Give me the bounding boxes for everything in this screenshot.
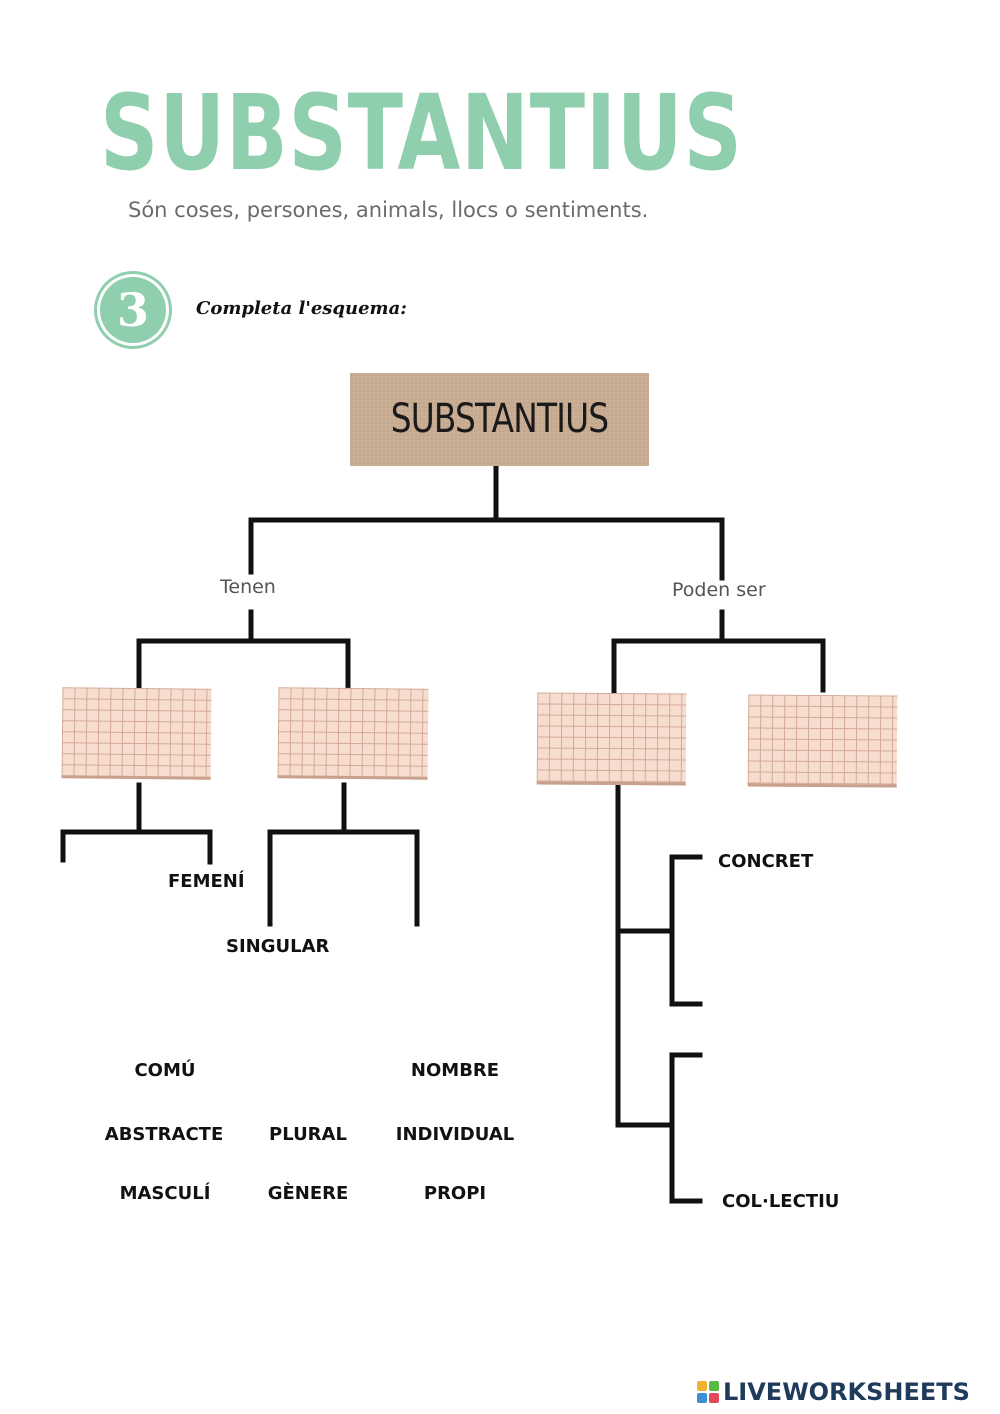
answer-box-4[interactable]	[747, 694, 898, 788]
page-title: SUBSTANTIUS	[100, 72, 743, 194]
root-node-label: SUBSTANTIUS	[390, 396, 609, 442]
word-bank-item[interactable]: GÈNERE	[267, 1183, 349, 1204]
page-subtitle: Són coses, persones, animals, llocs o se…	[128, 198, 649, 222]
leaf-singular: SINGULAR	[226, 936, 330, 957]
word-bank-item[interactable]: PROPI	[423, 1183, 487, 1204]
branch-label-tenen: Tenen	[220, 576, 276, 598]
instruction-text: Completa l'esquema:	[196, 298, 407, 319]
step-number-badge: 3	[100, 277, 166, 343]
leaf-femeni: FEMENÍ	[168, 871, 245, 892]
word-bank-item[interactable]: NOMBRE	[410, 1060, 500, 1081]
branch-label-poden-ser: Poden ser	[672, 579, 766, 601]
liveworksheets-brand-text: LIVEWORKSHEETS	[723, 1378, 970, 1406]
word-bank-item[interactable]: PLURAL	[269, 1124, 347, 1145]
word-bank-item[interactable]: INDIVIDUAL	[395, 1124, 515, 1145]
answer-box-3[interactable]	[536, 692, 687, 786]
liveworksheets-logo: LIVEWORKSHEETS	[697, 1378, 970, 1406]
word-bank-item[interactable]: COMÚ	[134, 1060, 196, 1081]
leaf-concret: CONCRET	[718, 851, 814, 872]
answer-box-2[interactable]	[277, 687, 429, 780]
word-bank-item[interactable]: ABSTRACTE	[104, 1124, 224, 1145]
answer-box-1[interactable]	[61, 687, 212, 780]
root-node	[350, 373, 649, 466]
liveworksheets-logo-icon	[697, 1381, 719, 1403]
leaf-col-lectiu: COL·LECTIU	[722, 1191, 840, 1212]
word-bank-item[interactable]: MASCULÍ	[119, 1183, 211, 1204]
